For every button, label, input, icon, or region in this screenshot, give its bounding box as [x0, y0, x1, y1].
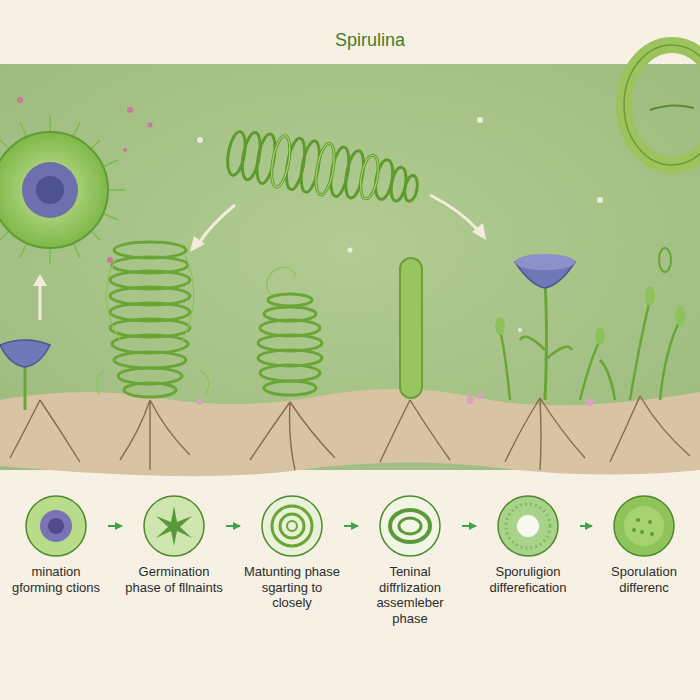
- stage-icon: [142, 494, 206, 558]
- stage-node: Teninal diffrlization assemleber phase: [360, 494, 460, 626]
- stage-caption: Germination phase of fllnaints: [124, 564, 224, 595]
- stage-icon: [612, 494, 676, 558]
- stage-arrow: [108, 525, 122, 527]
- stage-icon: [496, 494, 560, 558]
- stage-caption: Matunting phase sgarting to closely: [242, 564, 342, 611]
- stage-arrow: [462, 525, 476, 527]
- stage-node: mination gforming ctions: [6, 494, 106, 595]
- stage-arrow: [226, 525, 240, 527]
- stage-node: Sporuligion differefication: [478, 494, 578, 595]
- stage-arrow: [344, 525, 358, 527]
- stage-caption: Teninal diffrlization assemleber phase: [360, 564, 460, 626]
- stage-icon: [24, 494, 88, 558]
- diagram-title: Spirulina: [0, 30, 700, 51]
- stage-arrow: [580, 525, 592, 527]
- stage-node: Germination phase of fllnaints: [124, 494, 224, 595]
- stage-node: Matunting phase sgarting to closely: [242, 494, 342, 611]
- stage-icon: [378, 494, 442, 558]
- stage-caption: Sporuligion differefication: [478, 564, 578, 595]
- stage-node: Sporulation differenc: [594, 494, 694, 595]
- stage-caption: mination gforming ctions: [6, 564, 106, 595]
- stage-icon: [260, 494, 324, 558]
- stage-caption: Sporulation differenc: [594, 564, 694, 595]
